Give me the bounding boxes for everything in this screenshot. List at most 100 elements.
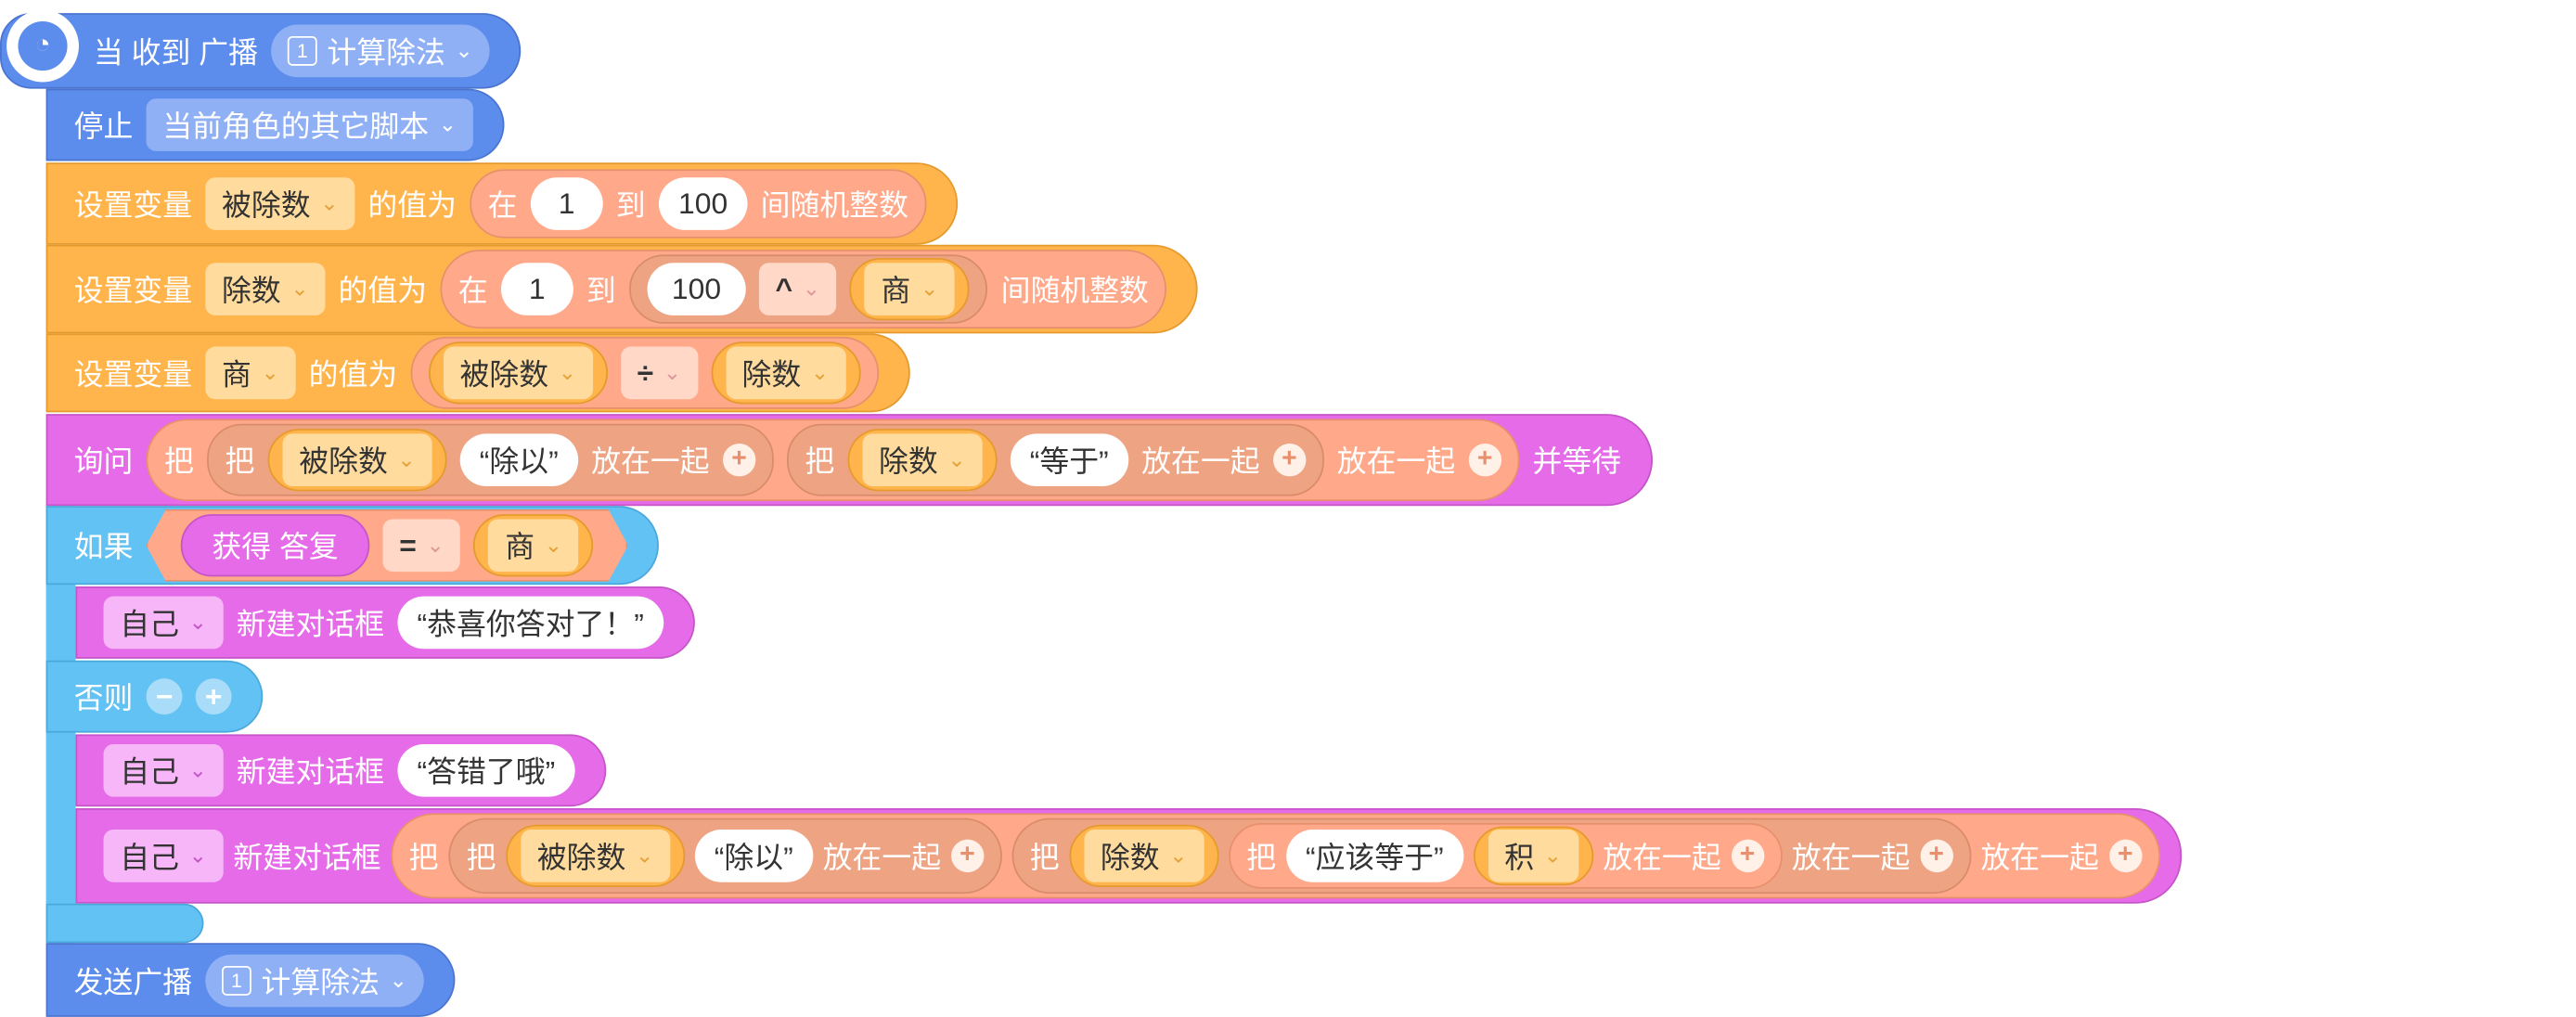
set-variable-block-dividend[interactable]: 设置变量 被除数⌄ 的值为 在 1 到 100 间随机整数 <box>45 162 959 245</box>
power-operator[interactable]: 100 ^⌄ 商⌄ <box>628 254 988 324</box>
if-label: 如果 <box>73 530 134 564</box>
chevron-down-icon: ⌄ <box>188 609 207 635</box>
variable-dropdown[interactable]: 被除数⌄ <box>205 177 355 230</box>
variable-dropdown[interactable]: 除数⌄ <box>1084 830 1204 882</box>
join-operator-2[interactable]: 把 除数⌄ “等于” 放在一起 + <box>786 423 1324 496</box>
value-label: 的值为 <box>308 357 398 392</box>
string-input[interactable]: “除以” <box>459 433 579 487</box>
when-receive-broadcast-block[interactable]: 当 收到 广播 1 计算除法 ⌄ <box>0 13 522 89</box>
power-base-input[interactable]: 100 <box>647 263 746 315</box>
add-icon[interactable]: + <box>1468 444 1501 477</box>
target-dropdown[interactable]: 自己⌄ <box>103 743 224 797</box>
random-to-input[interactable]: 100 <box>658 177 748 230</box>
random-operator[interactable]: 在 1 到 100 ^⌄ 商⌄ 间随机整数 <box>440 250 1167 329</box>
variable-dropdown[interactable]: 商⌄ <box>864 263 956 315</box>
answer-reporter[interactable]: 获得 答复 <box>181 514 370 576</box>
operator-dropdown[interactable]: ^⌄ <box>758 263 837 315</box>
chevron-down-icon: ⌄ <box>455 37 473 63</box>
variable-reporter[interactable]: 被除数⌄ <box>506 824 685 888</box>
say-text-input[interactable]: “恭喜你答对了！” <box>397 596 664 650</box>
join-operator-1[interactable]: 把 被除数⌄ “除以” 放在一起 + <box>207 423 774 496</box>
variable-dropdown[interactable]: 积⌄ <box>1488 830 1578 882</box>
say-block-wrong[interactable]: 自己⌄ 新建对话框 “答错了哦” <box>75 734 607 807</box>
set-variable-label: 设置变量 <box>73 274 193 308</box>
operator-dropdown[interactable]: =⌄ <box>383 519 461 572</box>
add-icon[interactable]: + <box>1731 839 1764 873</box>
variable-name: 除数 <box>878 444 938 479</box>
stop-option-dropdown[interactable]: 当前角色的其它脚本 ⌄ <box>146 98 473 151</box>
add-icon[interactable]: + <box>950 839 985 873</box>
join-operator-1[interactable]: 把 被除数⌄ “除以” 放在一起 + <box>448 817 1002 895</box>
divide-operator[interactable]: 被除数⌄ ÷⌄ 除数⌄ <box>410 336 879 409</box>
send-broadcast-label: 发送广播 <box>73 965 193 998</box>
broadcast-dropdown[interactable]: 1 计算除法 ⌄ <box>271 24 490 78</box>
join-operator-3[interactable]: 把 “应该等于” 积⌄ 放在一起 + <box>1228 822 1783 889</box>
add-icon[interactable]: + <box>722 444 756 477</box>
variable-dropdown[interactable]: 商⌄ <box>489 519 579 572</box>
say-text-input[interactable]: “答错了哦” <box>397 743 575 797</box>
variable-reporter[interactable]: 除数⌄ <box>847 429 998 492</box>
chevron-down-icon: ⌄ <box>188 843 207 868</box>
join-operator-outer[interactable]: 把 把 被除数⌄ “除以” 放在一起 + 把 除数⌄ “等于” 放在一起 + 放… <box>146 418 1520 501</box>
ask-and-wait-block[interactable]: 询问 把 把 被除数⌄ “除以” 放在一起 + 把 除数⌄ “等于” 放在一起 … <box>45 414 1653 507</box>
say-block-answer[interactable]: 自己⌄ 新建对话框 把 把 被除数⌄ “除以” 放在一起 + 把 除数⌄ 把 “… <box>75 808 2182 904</box>
if-condition-header[interactable]: 如果 获得 答复 =⌄ 商⌄ <box>45 506 660 586</box>
add-icon[interactable]: + <box>2108 839 2142 873</box>
chevron-down-icon: ⌄ <box>1169 843 1188 868</box>
variable-reporter[interactable]: 被除数⌄ <box>428 341 608 405</box>
and-wait-label: 并等待 <box>1532 444 1622 479</box>
variable-reporter[interactable]: 商⌄ <box>849 257 970 321</box>
target-name: 自己 <box>120 608 179 641</box>
hat-label: 当 收到 广播 <box>93 35 258 70</box>
answer-label: 获得 答复 <box>212 530 339 564</box>
variable-name: 除数 <box>222 274 281 308</box>
chevron-down-icon: ⌄ <box>438 111 457 136</box>
set-variable-block-quotient[interactable]: 设置变量 商⌄ 的值为 被除数⌄ ÷⌄ 除数⌄ <box>45 333 909 413</box>
random-from-input[interactable]: 1 <box>530 177 603 230</box>
else-header[interactable]: 否则 − + <box>45 660 264 733</box>
satellite-icon: ◔ <box>18 21 68 71</box>
random-from-input[interactable]: 1 <box>500 263 573 315</box>
chevron-down-icon: ⌄ <box>544 532 563 558</box>
broadcast-dropdown[interactable]: 1 计算除法 ⌄ <box>205 953 424 1007</box>
string-input[interactable]: “除以” <box>694 830 814 882</box>
variable-dropdown[interactable]: 除数⌄ <box>205 263 326 315</box>
variable-dropdown[interactable]: 商⌄ <box>205 346 296 400</box>
equals-operator[interactable]: 获得 答复 =⌄ 商⌄ <box>147 509 628 582</box>
variable-reporter[interactable]: 除数⌄ <box>710 341 860 405</box>
join-put-label: 放在一起 <box>1980 841 2099 874</box>
add-icon[interactable]: + <box>1272 444 1307 477</box>
add-icon[interactable]: + <box>1919 839 1953 873</box>
variable-dropdown[interactable]: 除数⌄ <box>725 346 845 400</box>
join-operator-outer[interactable]: 把 把 被除数⌄ “除以” 放在一起 + 把 除数⌄ 把 “应该等于” 积⌄ 放… <box>391 813 2160 899</box>
string-input[interactable]: “应该等于” <box>1285 830 1463 882</box>
join-put-label: 放在一起 <box>1603 841 1721 874</box>
join-label: 把 <box>225 444 255 479</box>
target-name: 自己 <box>120 841 179 874</box>
variable-reporter[interactable]: 商⌄ <box>474 514 594 576</box>
else-label: 否则 <box>73 681 134 715</box>
variable-dropdown[interactable]: 被除数⌄ <box>443 346 593 400</box>
send-broadcast-block[interactable]: 发送广播 1 计算除法 ⌄ <box>45 943 456 1017</box>
variable-reporter[interactable]: 被除数⌄ <box>267 429 447 492</box>
variable-dropdown[interactable]: 被除数⌄ <box>521 830 670 882</box>
variable-dropdown[interactable]: 被除数⌄ <box>282 433 432 487</box>
variable-reporter[interactable]: 积⌄ <box>1473 826 1593 886</box>
target-dropdown[interactable]: 自己 ⌄ <box>103 596 224 650</box>
random-operator[interactable]: 在 1 到 100 间随机整数 <box>470 169 927 238</box>
target-dropdown[interactable]: 自己 ⌄ <box>103 830 224 882</box>
string-input[interactable]: “等于” <box>1010 433 1128 487</box>
plus-icon[interactable]: + <box>195 678 232 715</box>
variable-name: 被除数 <box>299 444 388 479</box>
say-block-correct[interactable]: 自己⌄ 新建对话框 “恭喜你答对了！” <box>75 586 695 659</box>
operator-dropdown[interactable]: ÷⌄ <box>620 346 698 400</box>
chevron-down-icon: ⌄ <box>188 757 207 782</box>
join-operator-2[interactable]: 把 除数⌄ 把 “应该等于” 积⌄ 放在一起 + 放在一起 + <box>1011 817 1971 895</box>
stop-block[interactable]: 停止 当前角色的其它脚本 ⌄ <box>45 88 505 161</box>
set-variable-block-divisor[interactable]: 设置变量 除数⌄ 的值为 在 1 到 100 ^⌄ 商⌄ 间随机整数 <box>45 244 1199 334</box>
stop-label: 停止 <box>73 109 134 144</box>
minus-icon[interactable]: − <box>146 678 183 715</box>
variable-reporter[interactable]: 除数⌄ <box>1069 824 1219 888</box>
variable-dropdown[interactable]: 除数⌄ <box>862 433 983 487</box>
